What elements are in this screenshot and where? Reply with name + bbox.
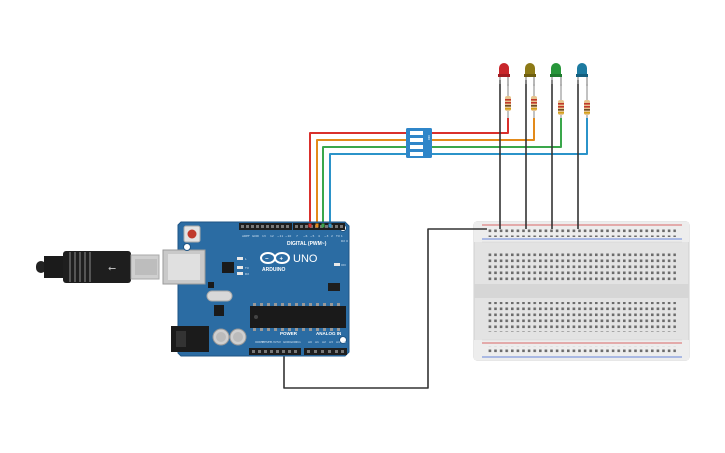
svg-text:A0: A0 [308,340,312,344]
svg-text:A2: A2 [322,340,326,344]
wire-green-led[interactable] [430,118,562,148]
voltage-regulator [214,305,224,316]
svg-text:RESET: RESET [262,340,272,344]
svg-text:ON: ON [341,263,346,267]
svg-text:13: 13 [262,234,266,238]
icsp-header[interactable] [328,283,340,291]
terminal-strip-bottom[interactable] [486,302,676,332]
arduino-logo-icon: − + [260,252,290,264]
wire-green-switch[interactable] [322,146,412,225]
dip-toggle-3[interactable] [410,145,423,149]
svg-text:+: + [280,257,284,263]
digital-header-2[interactable] [293,223,345,230]
svg-text:TX: TX [244,266,249,270]
power-rail-bottom[interactable] [486,346,676,355]
led-blue[interactable] [576,63,588,86]
svg-text:7: 7 [296,234,298,238]
dip-toggle-2[interactable] [410,138,423,142]
svg-text:GND: GND [283,340,291,344]
wires-switch-to-leds[interactable] [430,118,588,155]
svg-text:3.3V: 3.3V [270,340,278,344]
usb-icon: ⭠ [108,263,116,274]
svg-text:TX 1: TX 1 [335,234,343,238]
svg-text:~6: ~6 [303,234,308,238]
svg-text:RX: RX [245,272,249,276]
wire-orange-led[interactable] [430,118,535,141]
svg-text:A3: A3 [329,340,333,344]
resistor-3[interactable] [558,84,564,118]
usb-chip [222,262,234,273]
svg-text:12: 12 [270,234,274,238]
svg-text:AREF: AREF [242,234,250,238]
svg-text:4: 4 [318,234,320,238]
power-rail-top[interactable] [486,228,676,237]
svg-text:−: − [265,257,269,263]
wire-blue-led[interactable] [430,118,588,155]
dip-on-label: ON [427,135,431,140]
dip-toggle-1[interactable] [410,131,423,135]
svg-text:Vin: Vin [296,340,301,344]
led-red[interactable] [498,63,510,86]
resistor-1[interactable] [505,84,511,118]
usb-cable[interactable]: ⭠ [36,251,160,283]
crystal-oscillator [206,290,233,302]
digital-header-1[interactable] [239,223,292,230]
analog-header[interactable] [304,348,347,355]
led-yellow[interactable] [524,63,536,86]
svg-text:5V: 5V [277,340,282,344]
reset-button-cap[interactable] [187,229,197,239]
resistors[interactable] [505,84,590,118]
atmega-chip [250,306,346,328]
svg-text:2: 2 [331,234,333,238]
resistor-4[interactable] [584,84,590,118]
svg-text:A5: A5 [342,340,346,344]
tx-led [237,266,243,269]
power-header[interactable] [249,348,301,355]
board-brand: ARDUINO [262,267,285,273]
resistor-2[interactable] [531,84,537,118]
l-led [237,257,243,260]
wire-blue-switch[interactable] [329,153,412,225]
wire-red-led[interactable] [430,118,509,134]
power-led [334,263,340,266]
wire-orange-switch[interactable] [316,139,412,225]
digital-header-label: DIGITAL (PWM~) [287,241,327,247]
wire-red-switch[interactable] [309,132,412,225]
usb-plug [63,251,131,283]
terminal-strip-top[interactable] [486,251,676,281]
svg-text:~11: ~11 [277,234,283,238]
svg-text:IOREF: IOREF [255,340,264,344]
svg-text:GND: GND [290,340,298,344]
analog-in-label: ANALOG IN [316,331,341,336]
center-channel [474,284,689,298]
wire-black-ground[interactable] [283,228,487,389]
rx-led [237,272,243,275]
svg-text:L: L [245,257,247,261]
wires-switch-to-arduino[interactable] [309,132,412,225]
led-green[interactable] [550,63,562,86]
leds[interactable] [498,63,588,86]
svg-text:RX 0: RX 0 [341,239,348,243]
svg-text:A1: A1 [315,340,319,344]
svg-text:~5: ~5 [310,234,315,238]
dip-switch[interactable]: ON [406,128,432,158]
breadboard[interactable] [473,221,690,361]
svg-text:~3: ~3 [324,234,329,238]
svg-text:GND: GND [252,234,260,238]
svg-text:~10: ~10 [285,234,291,238]
dip-toggle-4[interactable] [410,152,423,156]
power-label: POWER [280,331,298,336]
svg-text:A4: A4 [336,340,340,344]
board-model: UNO [293,253,318,265]
